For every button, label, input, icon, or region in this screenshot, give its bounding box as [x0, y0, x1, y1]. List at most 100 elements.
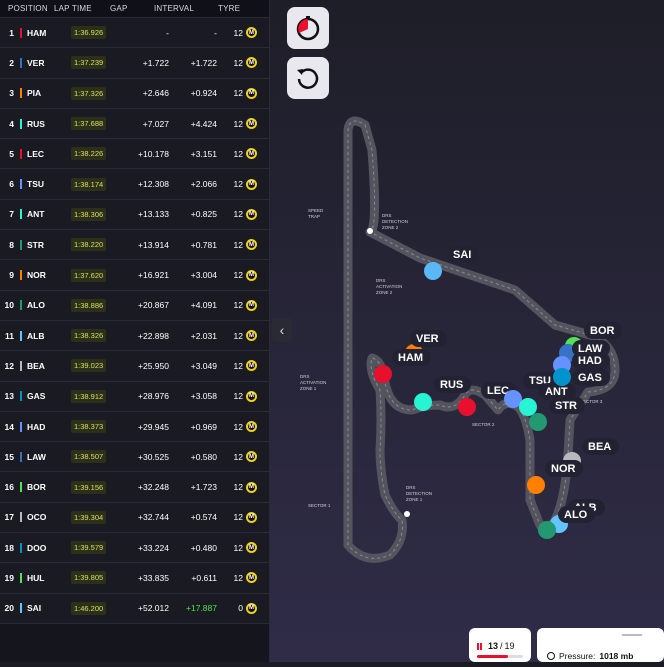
lap-time: 1:37.326 — [71, 86, 107, 100]
tyre-laps: 12 — [233, 239, 243, 250]
gap: +28.976 — [138, 391, 169, 402]
speed-button[interactable] — [287, 7, 329, 49]
gap: +12.308 — [138, 179, 169, 190]
car-dot-ham[interactable] — [374, 365, 392, 383]
medium-tyre-icon: M — [246, 451, 257, 463]
lap-separator: / — [500, 641, 503, 651]
row-position: 6 — [9, 179, 14, 190]
team-color-bar — [20, 603, 22, 614]
car-dot-rus[interactable] — [414, 393, 432, 411]
lap-time-cell: 1:39.304 — [71, 510, 123, 524]
team-color-bar — [20, 572, 22, 583]
tyre-laps: 12 — [233, 542, 243, 553]
drs-act-2-label-1: DRS — [376, 278, 386, 283]
track-annotations: SPEED TRAP DRS DETECTION ZONE 2 DRS ACTI… — [300, 208, 603, 508]
weather-panel[interactable]: Pressure: 1018 mb — [537, 628, 664, 662]
medium-tyre-icon: M — [246, 542, 257, 554]
gap: +22.898 — [138, 330, 169, 341]
row-position: 14 — [4, 421, 14, 432]
driver-code: GAS — [27, 391, 46, 402]
driver-code: LEC — [27, 148, 44, 159]
interval: +0.781 — [190, 239, 217, 250]
car-dot-sai[interactable] — [424, 262, 442, 280]
driver-code: RUS — [27, 118, 45, 129]
row-position: 10 — [4, 300, 14, 311]
collapse-leaderboard-button[interactable]: ‹ — [272, 318, 292, 342]
car-dot-alo[interactable] — [538, 521, 556, 539]
lap-time: 1:38.912 — [71, 389, 107, 403]
pressure-value: 1018 mb — [599, 651, 634, 661]
gap: - — [166, 27, 169, 38]
team-color-bar — [20, 542, 22, 553]
tyre-laps: 12 — [233, 118, 243, 129]
tyre-laps: 12 — [233, 391, 243, 402]
medium-tyre-icon: M — [246, 330, 257, 342]
lap-time-cell: 1:46.200 — [71, 601, 123, 615]
row-position: 12 — [4, 360, 14, 371]
car-dot-nor[interactable] — [527, 476, 545, 494]
interval: +3.049 — [190, 360, 217, 371]
lap-time: 1:39.579 — [71, 541, 107, 555]
car-dot-tsu[interactable] — [504, 390, 522, 408]
car-dot-gas[interactable] — [553, 368, 571, 386]
gap: +52.012 — [138, 603, 169, 614]
car-dot-ant[interactable] — [519, 398, 537, 416]
interval: +0.580 — [190, 451, 217, 462]
row-position: 4 — [9, 118, 14, 129]
interval: +0.924 — [190, 88, 217, 99]
interval: +3.058 — [190, 391, 217, 402]
team-color-bar — [20, 482, 22, 493]
replay-icon — [297, 68, 319, 89]
drs-detection-marker — [404, 511, 410, 517]
medium-tyre-icon: M — [246, 421, 257, 432]
car-dot-lec[interactable] — [458, 398, 476, 416]
driver-code: DOO — [27, 542, 47, 553]
header-gap: GAP — [110, 4, 128, 13]
track-map[interactable]: SPEED TRAP DRS DETECTION ZONE 2 DRS ACTI… — [270, 0, 664, 662]
car-dot-str[interactable] — [529, 413, 547, 431]
team-color-bar — [20, 512, 22, 523]
panel-handle[interactable] — [622, 634, 642, 636]
replay-button[interactable] — [287, 57, 329, 99]
car-label-bor: BOR — [584, 322, 623, 339]
driver-code: HUL — [27, 572, 45, 583]
lap-time: 1:37.239 — [71, 56, 107, 70]
gap: +1.722 — [142, 57, 169, 68]
gap: +16.921 — [138, 270, 169, 281]
interval: - — [214, 27, 217, 38]
lap-time-cell: 1:39.023 — [71, 359, 123, 373]
lap-time-cell: 1:37.688 — [71, 117, 123, 131]
lap-time: 1:37.620 — [71, 268, 107, 282]
lap-time: 1:39.304 — [71, 510, 107, 524]
interval: +0.825 — [190, 209, 217, 220]
lap-time-cell: 1:38.306 — [71, 207, 123, 221]
drs-act-2-label-2: ACTIVATION — [376, 284, 402, 289]
